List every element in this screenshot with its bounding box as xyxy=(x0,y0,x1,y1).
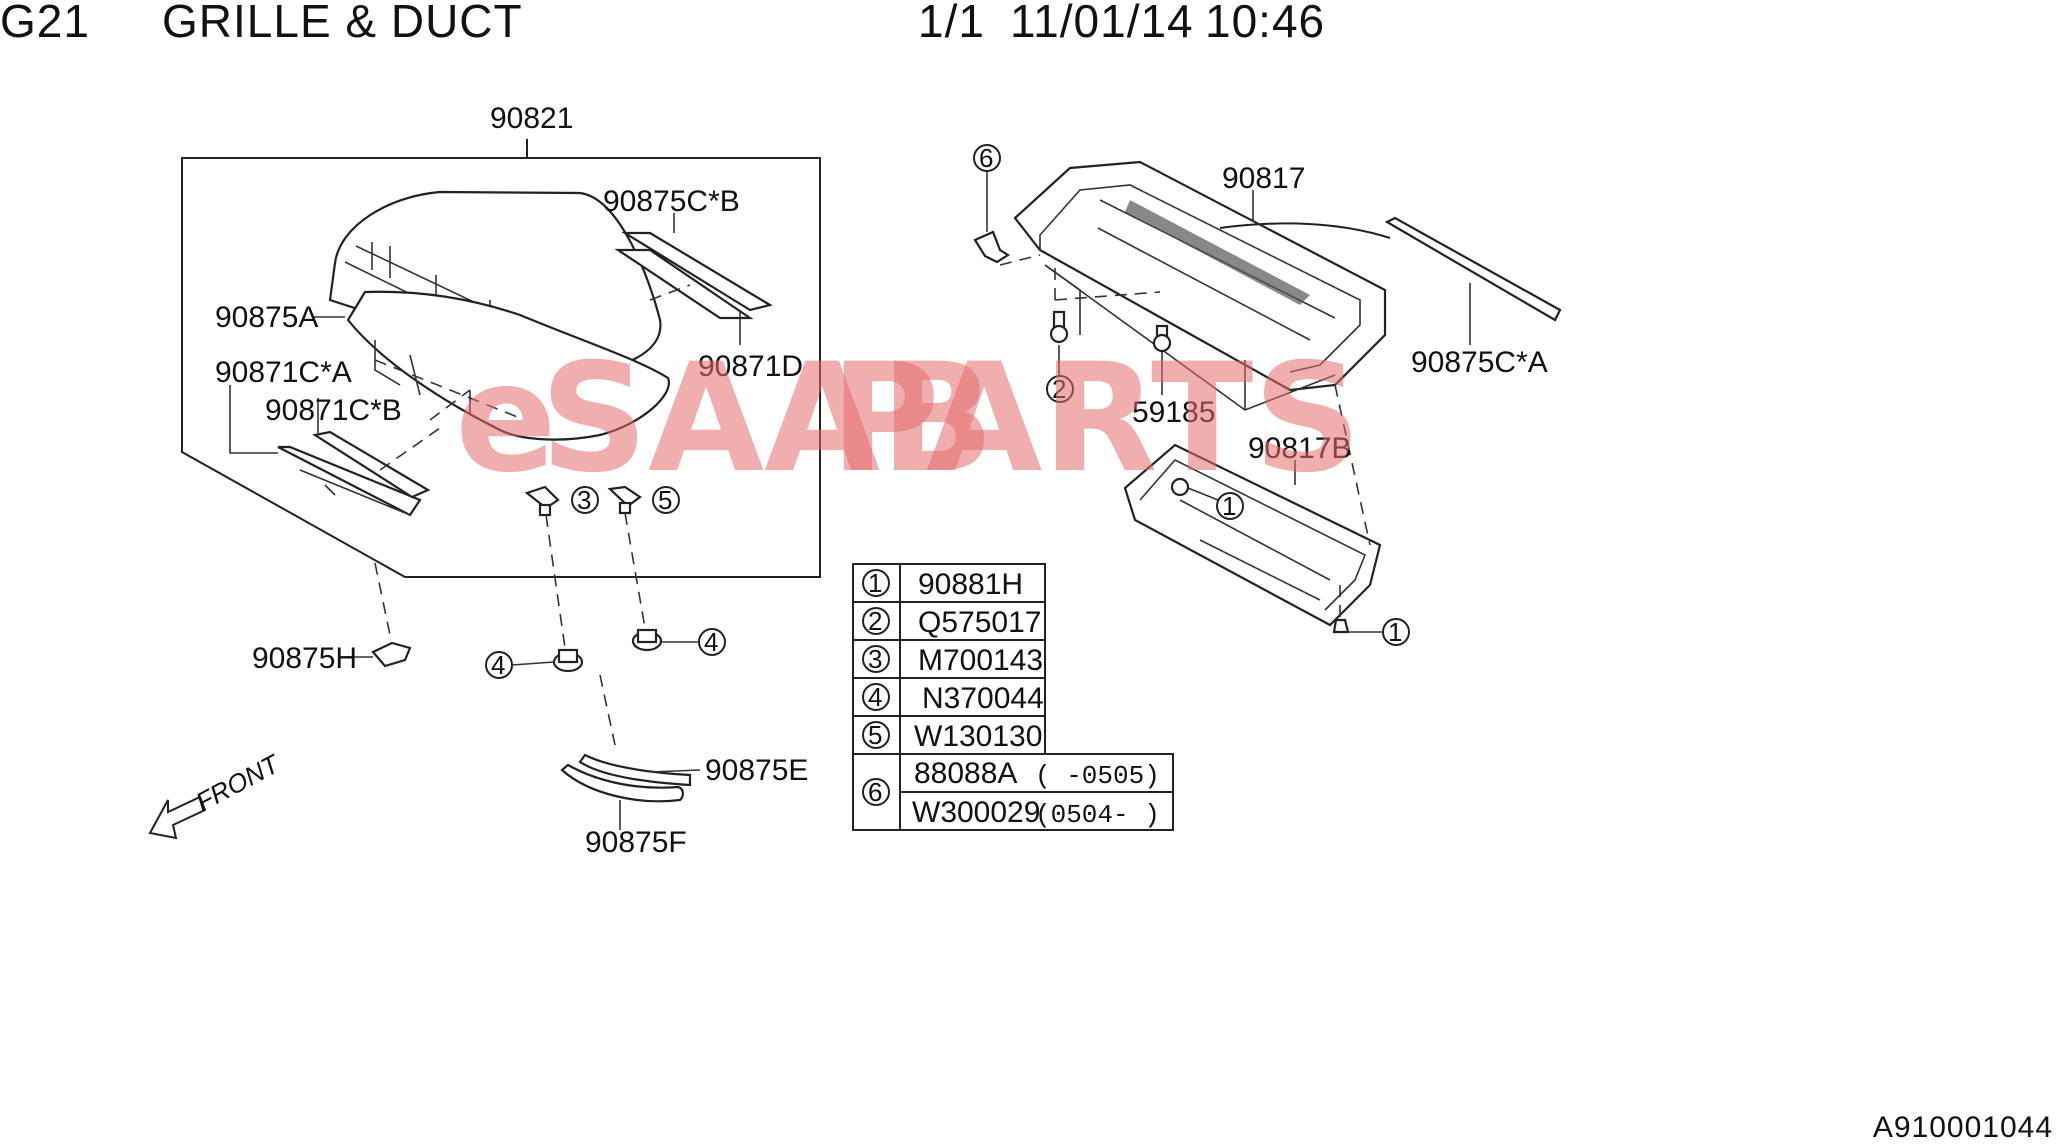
label-90817: 90817 xyxy=(1222,162,1305,195)
svg-text:1: 1 xyxy=(1388,617,1402,647)
label-90871CB: 90871C*B xyxy=(265,394,402,427)
table-row: 4 N370044 xyxy=(862,682,1044,715)
svg-text:3: 3 xyxy=(868,644,882,674)
label-90875CA: 90875C*A xyxy=(1411,346,1548,379)
label-59185: 59185 xyxy=(1132,396,1215,429)
callout-5: 5 xyxy=(652,485,680,515)
svg-text:5: 5 xyxy=(658,485,672,515)
svg-text:4: 4 xyxy=(704,627,718,657)
callout-6: 6 xyxy=(973,143,1001,173)
label-90875H: 90875H xyxy=(252,642,357,675)
svg-text:2: 2 xyxy=(868,606,882,636)
label-90875F: 90875F xyxy=(585,826,687,859)
table-row: 3 M700143 xyxy=(862,644,1043,677)
front-arrow-icon: FRONT xyxy=(148,748,286,840)
svg-text:90881H: 90881H xyxy=(918,568,1023,601)
label-90875CB: 90875C*B xyxy=(603,185,740,218)
table-row: 1 90881H xyxy=(862,568,1023,601)
svg-text:M700143: M700143 xyxy=(918,644,1043,677)
print-time: 10:46 xyxy=(1205,0,1326,47)
front-label: FRONT xyxy=(191,748,286,818)
svg-text:5: 5 xyxy=(868,720,882,750)
page-number: 1/1 xyxy=(918,0,985,47)
svg-text:Q575017: Q575017 xyxy=(918,606,1041,639)
svg-text:6: 6 xyxy=(868,777,882,807)
svg-text:3: 3 xyxy=(577,485,591,515)
svg-text:SAAB: SAAB xyxy=(540,332,995,506)
label-90875E: 90875E xyxy=(705,754,808,787)
svg-text:PARTS: PARTS xyxy=(830,332,1361,506)
watermark-logo: e SAAB PARTS xyxy=(455,332,1361,506)
hood-scoop-assembly xyxy=(181,139,821,830)
table-row: 2 Q575017 xyxy=(862,606,1041,639)
svg-text:4: 4 xyxy=(491,650,505,680)
callout-3: 3 xyxy=(571,485,599,515)
svg-text:W300029: W300029 xyxy=(912,796,1040,829)
label-90817B: 90817B xyxy=(1248,432,1351,465)
table-row: 5 W130130 xyxy=(862,720,1042,753)
duct-assembly xyxy=(973,160,1562,634)
callout-2: 2 xyxy=(1046,374,1074,404)
svg-text:( -0505): ( -0505) xyxy=(1035,761,1160,791)
svg-text:W130130: W130130 xyxy=(914,720,1042,753)
callout-1a: 1 xyxy=(1187,487,1244,521)
label-90821: 90821 xyxy=(490,102,573,135)
svg-text:N370044: N370044 xyxy=(922,682,1044,715)
print-date: 11/01/14 xyxy=(1010,0,1194,47)
label-90871CA: 90871C*A xyxy=(215,356,352,389)
callout-1b: 1 xyxy=(1348,617,1410,647)
svg-text:4: 4 xyxy=(868,682,882,712)
svg-text:(0504- ): (0504- ) xyxy=(1035,800,1160,830)
diagram-title: GRILLE & DUCT xyxy=(162,0,523,47)
label-90871D: 90871D xyxy=(698,350,803,383)
svg-text:88088A: 88088A xyxy=(914,757,1017,790)
diagram-code: G21 xyxy=(0,0,90,47)
svg-text:2: 2 xyxy=(1052,374,1066,404)
svg-text:6: 6 xyxy=(979,143,993,173)
table-row: 6 88088A ( -0505) W300029 (0504- ) xyxy=(862,757,1160,830)
callout-4a: 4 xyxy=(485,650,555,680)
reference-code: A910001044 xyxy=(1872,1111,2053,1144)
parts-table: 1 90881H 2 Q575017 3 M700143 4 N370044 5… xyxy=(852,563,1174,831)
svg-text:1: 1 xyxy=(868,568,882,598)
callout-4b: 4 xyxy=(661,627,726,657)
svg-text:e: e xyxy=(455,332,557,506)
label-90875A: 90875A xyxy=(215,301,318,334)
svg-text:1: 1 xyxy=(1222,491,1236,521)
